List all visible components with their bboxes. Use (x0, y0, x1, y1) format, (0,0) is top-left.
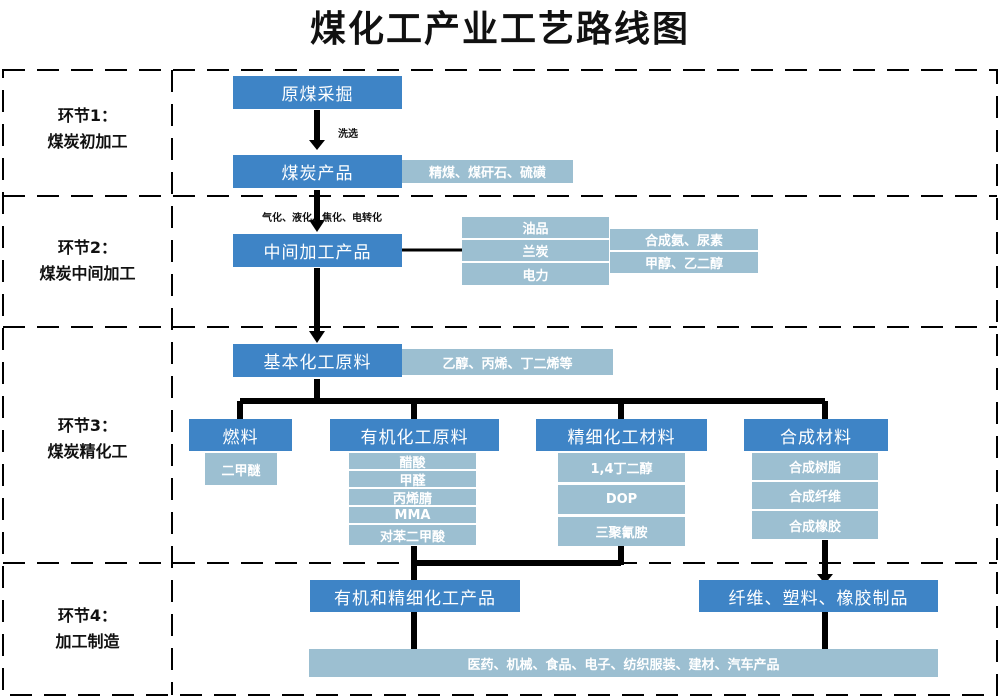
node-applications: 医药、机械、食品、电子、纺织服装、建材、汽车产品 (309, 649, 938, 677)
fine-item: DOP (558, 485, 685, 514)
organic-item: 醋酸 (349, 453, 476, 471)
label-washing: 洗选 (338, 129, 358, 140)
fine-item: 1,4丁二醇 (558, 453, 685, 482)
node-intermediate: 中间加工产品 (233, 234, 402, 267)
stage-2-label: 环节2： 煤炭中间加工 (3, 235, 172, 287)
stage-2-number: 环节2： (57, 238, 118, 257)
stage-3-number: 环节3： (57, 416, 118, 435)
organic-item: 甲醛 (349, 471, 476, 489)
outer-dashed-frame (2, 69, 998, 696)
label-processes: 气化、液化、焦化、电转化 (262, 213, 382, 224)
node-organic-fine-products: 有机和精细化工产品 (310, 580, 520, 612)
stage-4-label: 环节4： 加工制造 (3, 603, 172, 655)
node-organic: 有机化工原料 (330, 419, 499, 451)
organic-item: 对苯二甲酸 (349, 525, 476, 545)
node-oil: 油品 (462, 217, 609, 239)
node-synthetic: 合成材料 (744, 419, 888, 451)
organic-item: MMA (349, 507, 476, 524)
node-methanol-glycol: 甲醇、乙二醇 (610, 252, 758, 273)
node-mining: 原煤采掘 (233, 76, 402, 109)
fuel-item: 二甲醚 (205, 453, 277, 485)
node-coal-products: 煤炭产品 (233, 155, 402, 188)
stage-1-number: 环节1： (57, 106, 118, 125)
stage-4-name: 加工制造 (55, 632, 120, 651)
diagram-title: 煤化工产业工艺路线图 (309, 9, 690, 50)
node-power: 电力 (462, 263, 609, 285)
node-fine: 精细化工材料 (536, 419, 707, 451)
node-ammonia-urea: 合成氨、尿素 (610, 229, 758, 251)
stage-4-number: 环节4： (57, 606, 118, 625)
stage-2-name: 煤炭中间加工 (39, 264, 136, 283)
stage-1-label: 环节1： 煤炭初加工 (3, 103, 172, 155)
node-fuel: 燃料 (189, 419, 292, 451)
stage-3-name: 煤炭精化工 (47, 442, 128, 461)
organic-item: 丙烯腈 (349, 489, 476, 507)
node-semi-coke: 兰炭 (462, 240, 609, 262)
synthetic-item: 合成纤维 (752, 482, 878, 509)
stage-3-label: 环节3： 煤炭精化工 (3, 413, 172, 465)
node-basic-materials-detail: 乙醇、丙烯、丁二烯等 (402, 349, 613, 375)
node-fiber-plastic-rubber: 纤维、塑料、橡胶制品 (699, 580, 938, 612)
synthetic-item: 合成橡胶 (752, 511, 878, 539)
fine-item: 三聚氰胺 (558, 517, 685, 546)
stage-1-name: 煤炭初加工 (47, 132, 128, 151)
synthetic-item: 合成树脂 (752, 453, 878, 480)
node-coal-products-detail: 精煤、煤矸石、硫磺 (402, 160, 573, 183)
node-basic-materials: 基本化工原料 (233, 344, 402, 377)
